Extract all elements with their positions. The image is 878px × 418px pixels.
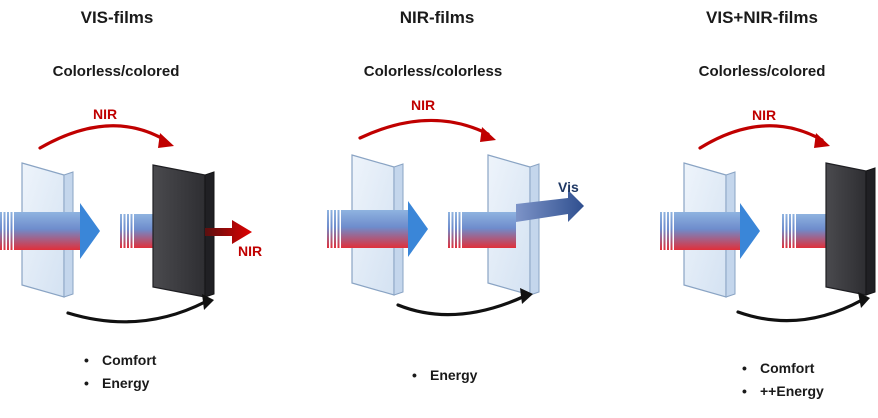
panel-1-nir-reflection-arc-path [38,124,167,150]
panel-2-bullet-1: Energy [412,364,477,387]
panel-3-mid-beam-stripe [782,214,784,248]
panel-1-dark-film-face [152,164,206,298]
panel-2-subtitle: Colorless/colorless [363,63,503,80]
panel-3-dark-film-edge [865,167,876,296]
panel-1-bullets: Comfort Energy [84,349,156,395]
panel-3-mid-beam-stripe [785,214,788,248]
panel-3-bullet-1: Comfort [742,357,824,380]
panel-3-incident-beam-stripe [663,212,666,250]
panel-2-bullets: Energy [412,364,477,387]
panel-1-title: VIS-films [80,8,154,27]
panel-3-incident-beam-stripe [670,212,673,250]
panel-2-mid-beam-stripe [451,212,454,248]
panel-3-incident-beam-stripe [660,212,662,250]
panel-3-mid-beam-stripe [792,214,795,248]
panel-2-mid-beam-stripe [455,212,457,248]
panel-1-incident-beam-stripe [10,212,13,250]
panel-1-nir-out-arrow [205,220,252,244]
panel-2-incident-beam-stripe [330,210,333,248]
panel-2-mid-beam [448,212,516,248]
panel-2-nir-reflection-arc-head [480,127,496,142]
panel-3-nir-reflection-arc-path [698,124,824,150]
panel-1-nir-reflection-arc-head [158,133,174,148]
panel-3-bullet-2: ++Energy [742,380,824,403]
panel-3-incident-beam [660,203,760,259]
panel-2-incident-beam-stripe [337,210,340,248]
panel-2-return-arc [396,288,533,317]
panel-2-vis-out-arrow [516,190,584,222]
panel-1-incident-beam-body [14,212,80,250]
panel-2-incident-beam-body [341,210,408,248]
panel-1-return-arc-head [202,294,214,310]
panel-3-incident-beam-stripe [667,212,669,250]
panel-2-nir-reflection-arc [358,118,496,142]
panel-3-return-arc-head [858,292,870,308]
panel-3-nir-reflection-arc [698,124,830,150]
panel-2-incident-beam-stripe [334,210,336,248]
panel-1-subtitle: Colorless/colored [52,63,180,80]
panel-3-title: VIS+NIR-films [706,8,818,27]
panel-1-incident-beam-stripe [0,212,2,250]
panel-2-mid-beam-stripe [458,212,461,248]
panel-3-return-arc-path [736,298,864,323]
panel-1-transmitted-label: NIR [238,243,263,259]
panel-1-mid-beam-stripe [123,214,126,248]
panel-1-return-arc-path [66,300,207,324]
panel-1-incident-beam-stripe [7,212,9,250]
panel-3-return-arc [736,292,870,323]
panel-2-transmitted-label: Vis [558,179,579,195]
panel-2-incident-beam [327,201,428,257]
panel-1-incident-beam-head [80,203,100,259]
panel-3-bullets: Comfort ++Energy [742,357,824,403]
panel-1-mid-beam-stripe [120,214,122,248]
panel-1-incident-beam [0,203,100,259]
panel-1-top-arrow-label: NIR [93,106,118,122]
panel-2-return-arc-path [396,294,527,317]
panel-1-bullet-1: Comfort [84,349,156,372]
panel-3-subtitle: Colorless/colored [698,63,826,80]
panel-1-bullet-2: Energy [84,372,156,395]
panel-1-mid-beam-stripe [127,214,129,248]
panel-1-mid-beam-stripe [130,214,133,248]
panel-2-return-arc-head [520,288,533,304]
panel-3-incident-beam-head [740,203,760,259]
panel-2-mid-beam-body [462,212,516,248]
panel-3-top-arrow-label: NIR [752,107,777,123]
panel-2-clear-film-right-edge [529,163,540,296]
panel-3-nir-reflection-arc-head [814,133,830,148]
panel-2-nir-reflection-arc-path [358,118,490,140]
panel-3-dark-film-face [825,162,867,296]
panel-1-incident-beam-stripe [3,212,6,250]
panel-2-incident-beam-head [408,201,428,257]
panel-1-nir-reflection-arc [38,124,174,150]
panel-3-incident-beam-body [674,212,740,250]
panel-1-return-arc [66,294,214,324]
panel-2-title: NIR-films [399,8,475,27]
panel-2-top-arrow-label: NIR [411,97,436,113]
panel-3-mid-beam-stripe [789,214,791,248]
panel-2-mid-beam-stripe [448,212,450,248]
panel-2-incident-beam-stripe [327,210,329,248]
panel-1-dark-film [152,164,215,298]
panel-3-dark-film [825,162,876,296]
